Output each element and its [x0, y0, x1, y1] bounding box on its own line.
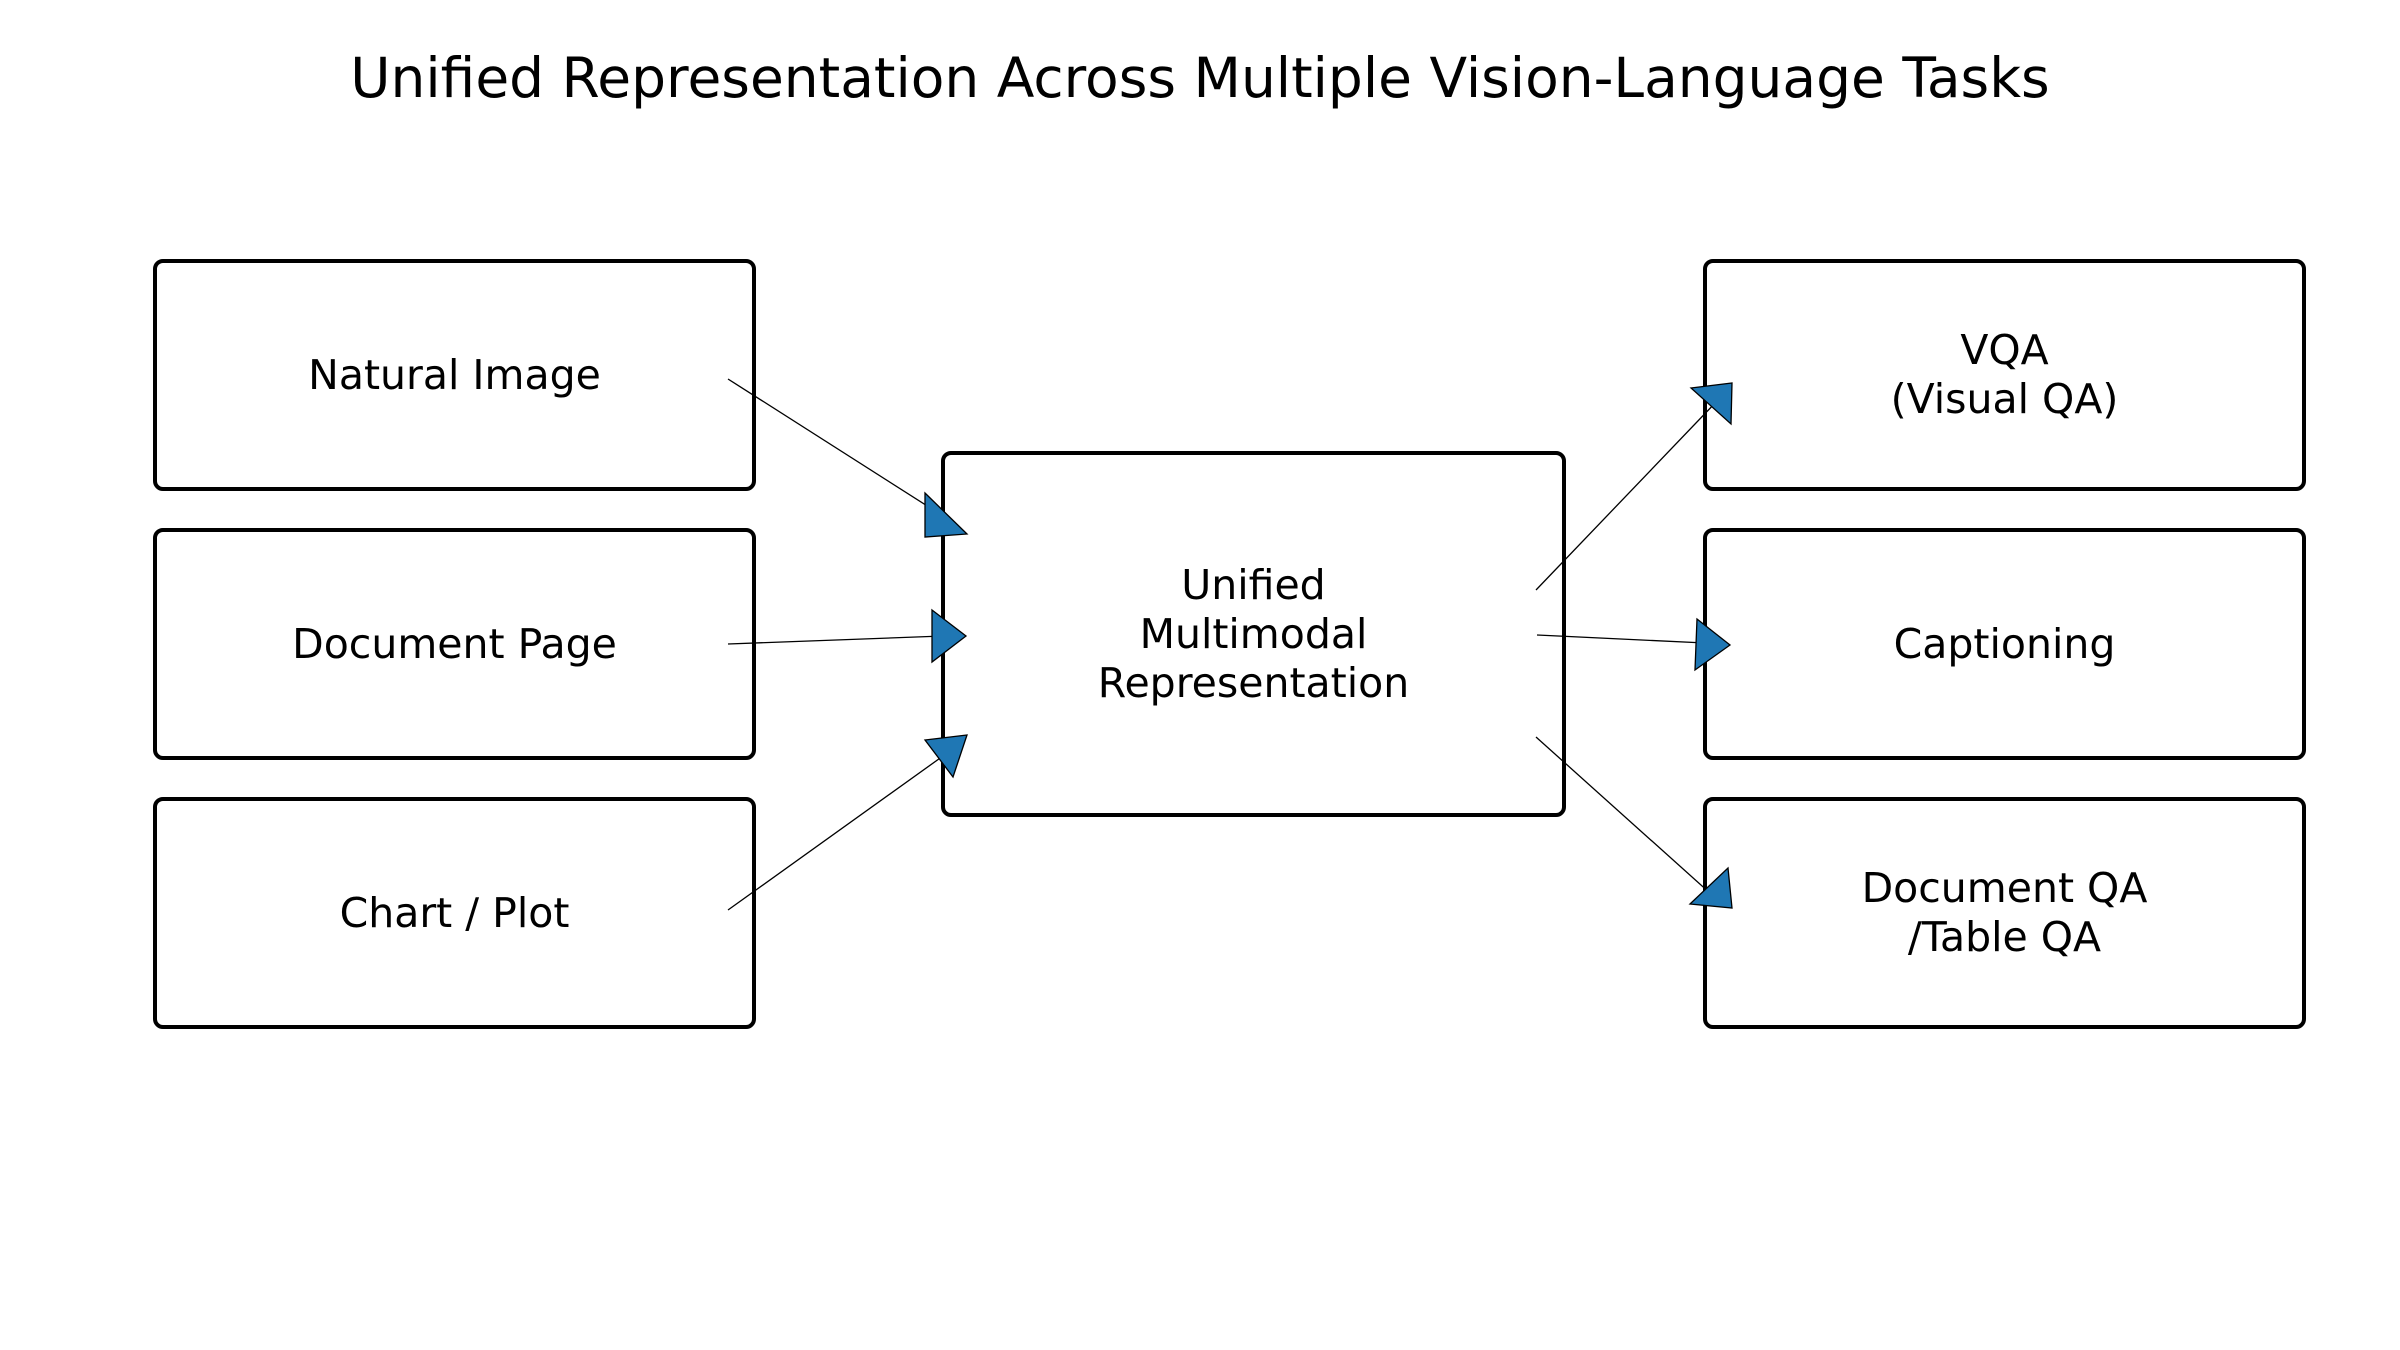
input-label-document-page: Document Page — [292, 619, 617, 668]
output-box-document-qa: Document QA /Table QA — [1703, 797, 2306, 1029]
diagram-title: Unified Representation Across Multiple V… — [350, 46, 2050, 110]
arrow-shaft — [727, 755, 944, 911]
arrow-chart-plot-to-unified — [727, 734, 968, 911]
arrow-natural-image-to-unified — [727, 378, 969, 538]
center-box-unified-representation: Unified Multimodal Representation — [941, 451, 1566, 817]
center-label: Unified Multimodal Representation — [1097, 560, 1410, 707]
input-label-natural-image: Natural Image — [308, 350, 601, 399]
input-box-chart-plot: Chart / Plot — [153, 797, 756, 1029]
arrow-shaft — [727, 635, 944, 645]
arrow-shaft — [727, 378, 944, 517]
output-label-captioning: Captioning — [1893, 619, 2116, 668]
output-box-captioning: Captioning — [1703, 528, 2306, 760]
output-label-document-qa: Document QA /Table QA — [1861, 864, 2148, 961]
input-box-document-page: Document Page — [153, 528, 756, 760]
input-box-natural-image: Natural Image — [153, 259, 756, 491]
output-box-vqa: VQA (Visual QA) — [1703, 259, 2306, 491]
arrow-document-page-to-unified — [727, 608, 968, 664]
output-label-vqa: VQA (Visual QA) — [1890, 326, 2119, 423]
input-label-chart-plot: Chart / Plot — [339, 888, 570, 937]
